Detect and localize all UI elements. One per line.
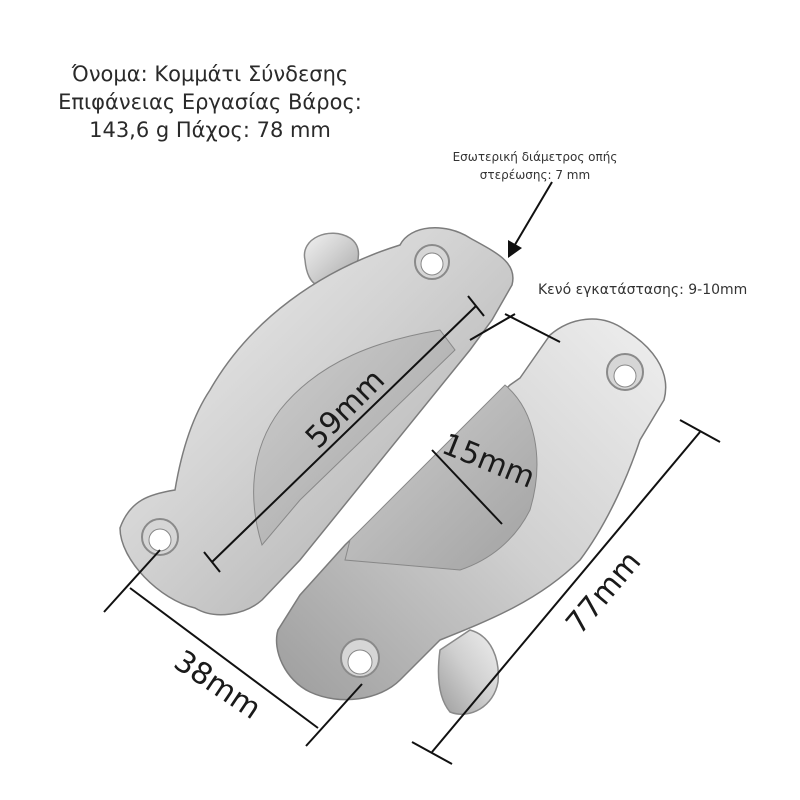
product-info: Όνομα: Κομμάτι Σύνδεσης Επιφάνειας Εργασ… [40, 60, 380, 144]
right-piece-cavity [344, 384, 538, 571]
gap-callout: Κενό εγκατάστασης: 9-10mm [538, 282, 748, 298]
left-piece-cavity [253, 329, 456, 547]
left-connector-piece [119, 227, 514, 616]
gap-dimension [469, 313, 561, 343]
hole-diameter-callout: Εσωτερική διάμετρος οπής στερέωσης: 7 mm [420, 148, 650, 184]
product-info-line: Επιφάνειας Εργασίας Βάρος: [58, 90, 362, 114]
width-label: 38mm [168, 644, 268, 727]
product-info-line: 143,6 g Πάχος: 78 mm [89, 118, 331, 142]
product-info-line: Όνομα: Κομμάτι Σύνδεσης [71, 62, 349, 86]
hole-callout-line: Εσωτερική διάμετρος οπής [452, 150, 618, 164]
right-connector-piece [275, 318, 667, 715]
hole-callout-arrow [508, 181, 553, 258]
right-piece-tab [437, 629, 500, 715]
hole-callout-line: στερέωσης: 7 mm [479, 168, 591, 182]
